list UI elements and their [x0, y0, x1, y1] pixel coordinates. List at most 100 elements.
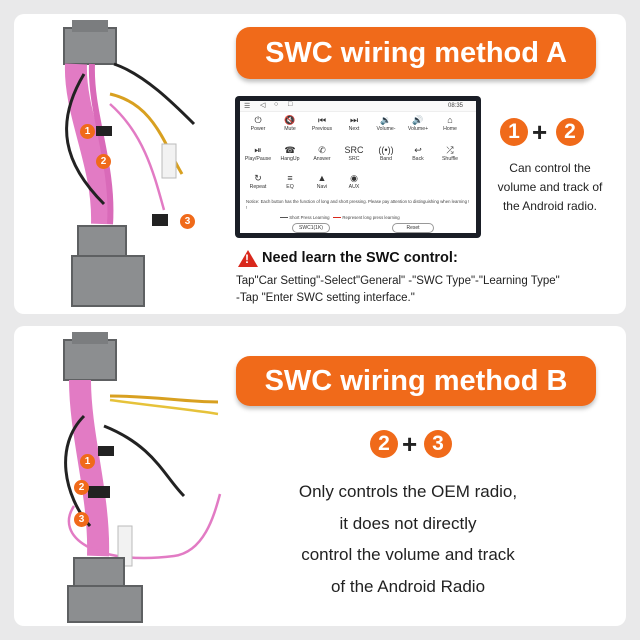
- swc-btn-volume-[interactable]: 🔊Volume+: [402, 115, 434, 132]
- swc-btn-power[interactable]: ⏻Power: [242, 115, 274, 132]
- power-icon: ⏻: [254, 115, 262, 125]
- desc-b-line-4: of the Android Radio: [330, 576, 486, 596]
- swc-btn-hangup[interactable]: ☎HangUp: [274, 145, 306, 162]
- screen-notice: Notice: Each button has the function of …: [246, 199, 470, 210]
- back-icon: ↩: [414, 145, 422, 155]
- desc-a-line-2: volume and track of: [497, 180, 603, 194]
- mute-icon: 🔇: [284, 115, 296, 125]
- instruction-line-2: -Tap "Enter SWC setting interface.": [236, 292, 415, 304]
- panel-method-a: 1 2 3 SWC wiring method A ☰ ◁ ○ □ 08:35 …: [14, 14, 626, 314]
- legend-long: Represent long press learning: [342, 215, 400, 220]
- menu-icon: ☰: [244, 103, 251, 110]
- method-a-title: SWC wiring method A: [236, 27, 596, 79]
- swc-btn-band[interactable]: ((•))Band: [370, 145, 402, 162]
- swc-btn-label: Previous: [311, 126, 333, 132]
- swc-btn-answer[interactable]: ✆Answer: [306, 145, 338, 162]
- swc-btn-mute[interactable]: 🔇Mute: [274, 115, 306, 132]
- panel-method-b: 1 2 3 SWC wiring method B 2 + 3 Only con…: [14, 326, 626, 626]
- method-a-description: Can control the volume and track of the …: [480, 159, 620, 216]
- combo-a-plus: +: [532, 117, 548, 147]
- eq-icon: ≡: [287, 173, 293, 183]
- harness-label-3: 3: [180, 214, 195, 229]
- swc-btn-label: HangUp: [280, 156, 300, 162]
- swc-btn-label: Shuffle: [441, 156, 459, 162]
- long-press-line: [333, 217, 342, 219]
- volume--icon: 🔊: [412, 115, 424, 125]
- method-b-title: SWC wiring method B: [236, 356, 596, 406]
- learn-heading: Need learn the SWC control:: [262, 250, 458, 266]
- src-icon: SRC: [344, 145, 364, 155]
- harness-label-1: 1: [80, 124, 95, 139]
- desc-a-line-3: the Android radio.: [502, 199, 598, 213]
- harness-b-label-3: 3: [74, 512, 89, 527]
- next-icon: ⏭: [349, 115, 359, 125]
- swc-btn-aux[interactable]: ◉AUX: [338, 173, 370, 190]
- wiring-harness-illustration-a: [63, 20, 196, 307]
- combo-b-plus: +: [402, 429, 418, 459]
- swc-btn-label: Next: [348, 126, 360, 132]
- status-time: 08:35: [448, 103, 464, 109]
- harness-label-2: 2: [96, 154, 111, 169]
- swc-btn-label: Back: [412, 156, 424, 162]
- swc-btn-repeat[interactable]: ↻Repeat: [242, 173, 274, 190]
- swc-btn-label: Band: [379, 156, 393, 162]
- harness-b-label-1: 1: [80, 454, 95, 469]
- screen-legend: Short Press Learning Represent long pres…: [280, 215, 400, 220]
- combo-a-first: 1: [500, 118, 528, 146]
- swc-btn-label: Volume+: [407, 126, 429, 132]
- aux-icon: ◉: [350, 173, 358, 183]
- recent-nav-icon: □: [288, 101, 293, 108]
- hangup-icon: ☎: [284, 145, 296, 155]
- swc-btn-back[interactable]: ↩Back: [402, 145, 434, 162]
- swc-btn-label: Home: [443, 126, 457, 132]
- combo-b-second: 3: [424, 430, 452, 458]
- swc-btn-volume-[interactable]: 🔉Volume-: [370, 115, 402, 132]
- band-icon: ((•)): [378, 145, 394, 155]
- reset-button[interactable]: Reset: [392, 223, 434, 233]
- method-b-description: Only controls the OEM radio, it does not…: [248, 476, 568, 602]
- repeat-icon: ↻: [254, 173, 262, 183]
- short-press-line: [280, 217, 288, 219]
- play-pause-icon: ⏯: [254, 145, 262, 155]
- swc-btn-label: EQ: [286, 184, 294, 190]
- wiring-harness-illustration-b: [63, 332, 222, 623]
- previous-icon: ⏮: [317, 115, 327, 125]
- navi-icon: ▲: [317, 173, 327, 183]
- swc-btn-next[interactable]: ⏭Next: [338, 115, 370, 132]
- desc-b-line-2: it does not directly: [339, 513, 477, 533]
- legend-short: Short Press Learning: [289, 215, 330, 220]
- swc-btn-label: Power: [250, 126, 266, 132]
- harness-b-label-2: 2: [74, 480, 89, 495]
- warning-icon: !: [238, 250, 258, 267]
- combo-b-first: 2: [370, 430, 398, 458]
- swc-btn-previous[interactable]: ⏮Previous: [306, 115, 338, 132]
- swc-btn-label: Navi: [316, 184, 328, 190]
- desc-a-line-1: Can control the: [509, 161, 591, 175]
- swc-btn-shuffle[interactable]: ⤮Shuffle: [434, 145, 466, 162]
- back-nav-icon: ◁: [260, 102, 266, 109]
- combo-a-second: 2: [556, 118, 584, 146]
- swc-btn-label: SRC: [348, 156, 360, 162]
- swc-btn-label: Repeat: [249, 184, 267, 190]
- desc-b-line-3: control the volume and track: [301, 545, 515, 564]
- swc-btn-label: Volume-: [376, 126, 396, 132]
- swc-btn-home[interactable]: ⌂Home: [434, 115, 466, 132]
- swc1-button[interactable]: SWC1(1K): [292, 223, 330, 233]
- swc-btn-label: Mute: [284, 126, 296, 132]
- instruction-line-1: Tap"Car Setting"-Select"General" -"SWC T…: [236, 275, 560, 287]
- answer-icon: ✆: [318, 145, 326, 155]
- status-bar: ☰ ◁ ○ □ 08:35: [240, 101, 476, 112]
- volume--icon: 🔉: [380, 115, 392, 125]
- home-nav-icon: ○: [274, 101, 279, 108]
- shuffle-icon: ⤮: [446, 145, 454, 155]
- learn-instructions: Tap"Car Setting"-Select"General" -"SWC T…: [236, 273, 626, 307]
- swc-btn-eq[interactable]: ≡EQ: [274, 173, 306, 190]
- swc-btn-label: Play/Pause: [244, 156, 272, 162]
- swc-btn-label: AUX: [348, 184, 360, 190]
- home-icon: ⌂: [447, 115, 453, 125]
- desc-b-line-1: Only controls the OEM radio,: [298, 482, 518, 501]
- swc-btn-play-pause[interactable]: ⏯Play/Pause: [242, 145, 274, 162]
- android-swc-screen: ☰ ◁ ○ □ 08:35 ⏻Power🔇Mute⏮Previous⏭Next🔉…: [235, 96, 481, 238]
- swc-btn-navi[interactable]: ▲Navi: [306, 173, 338, 190]
